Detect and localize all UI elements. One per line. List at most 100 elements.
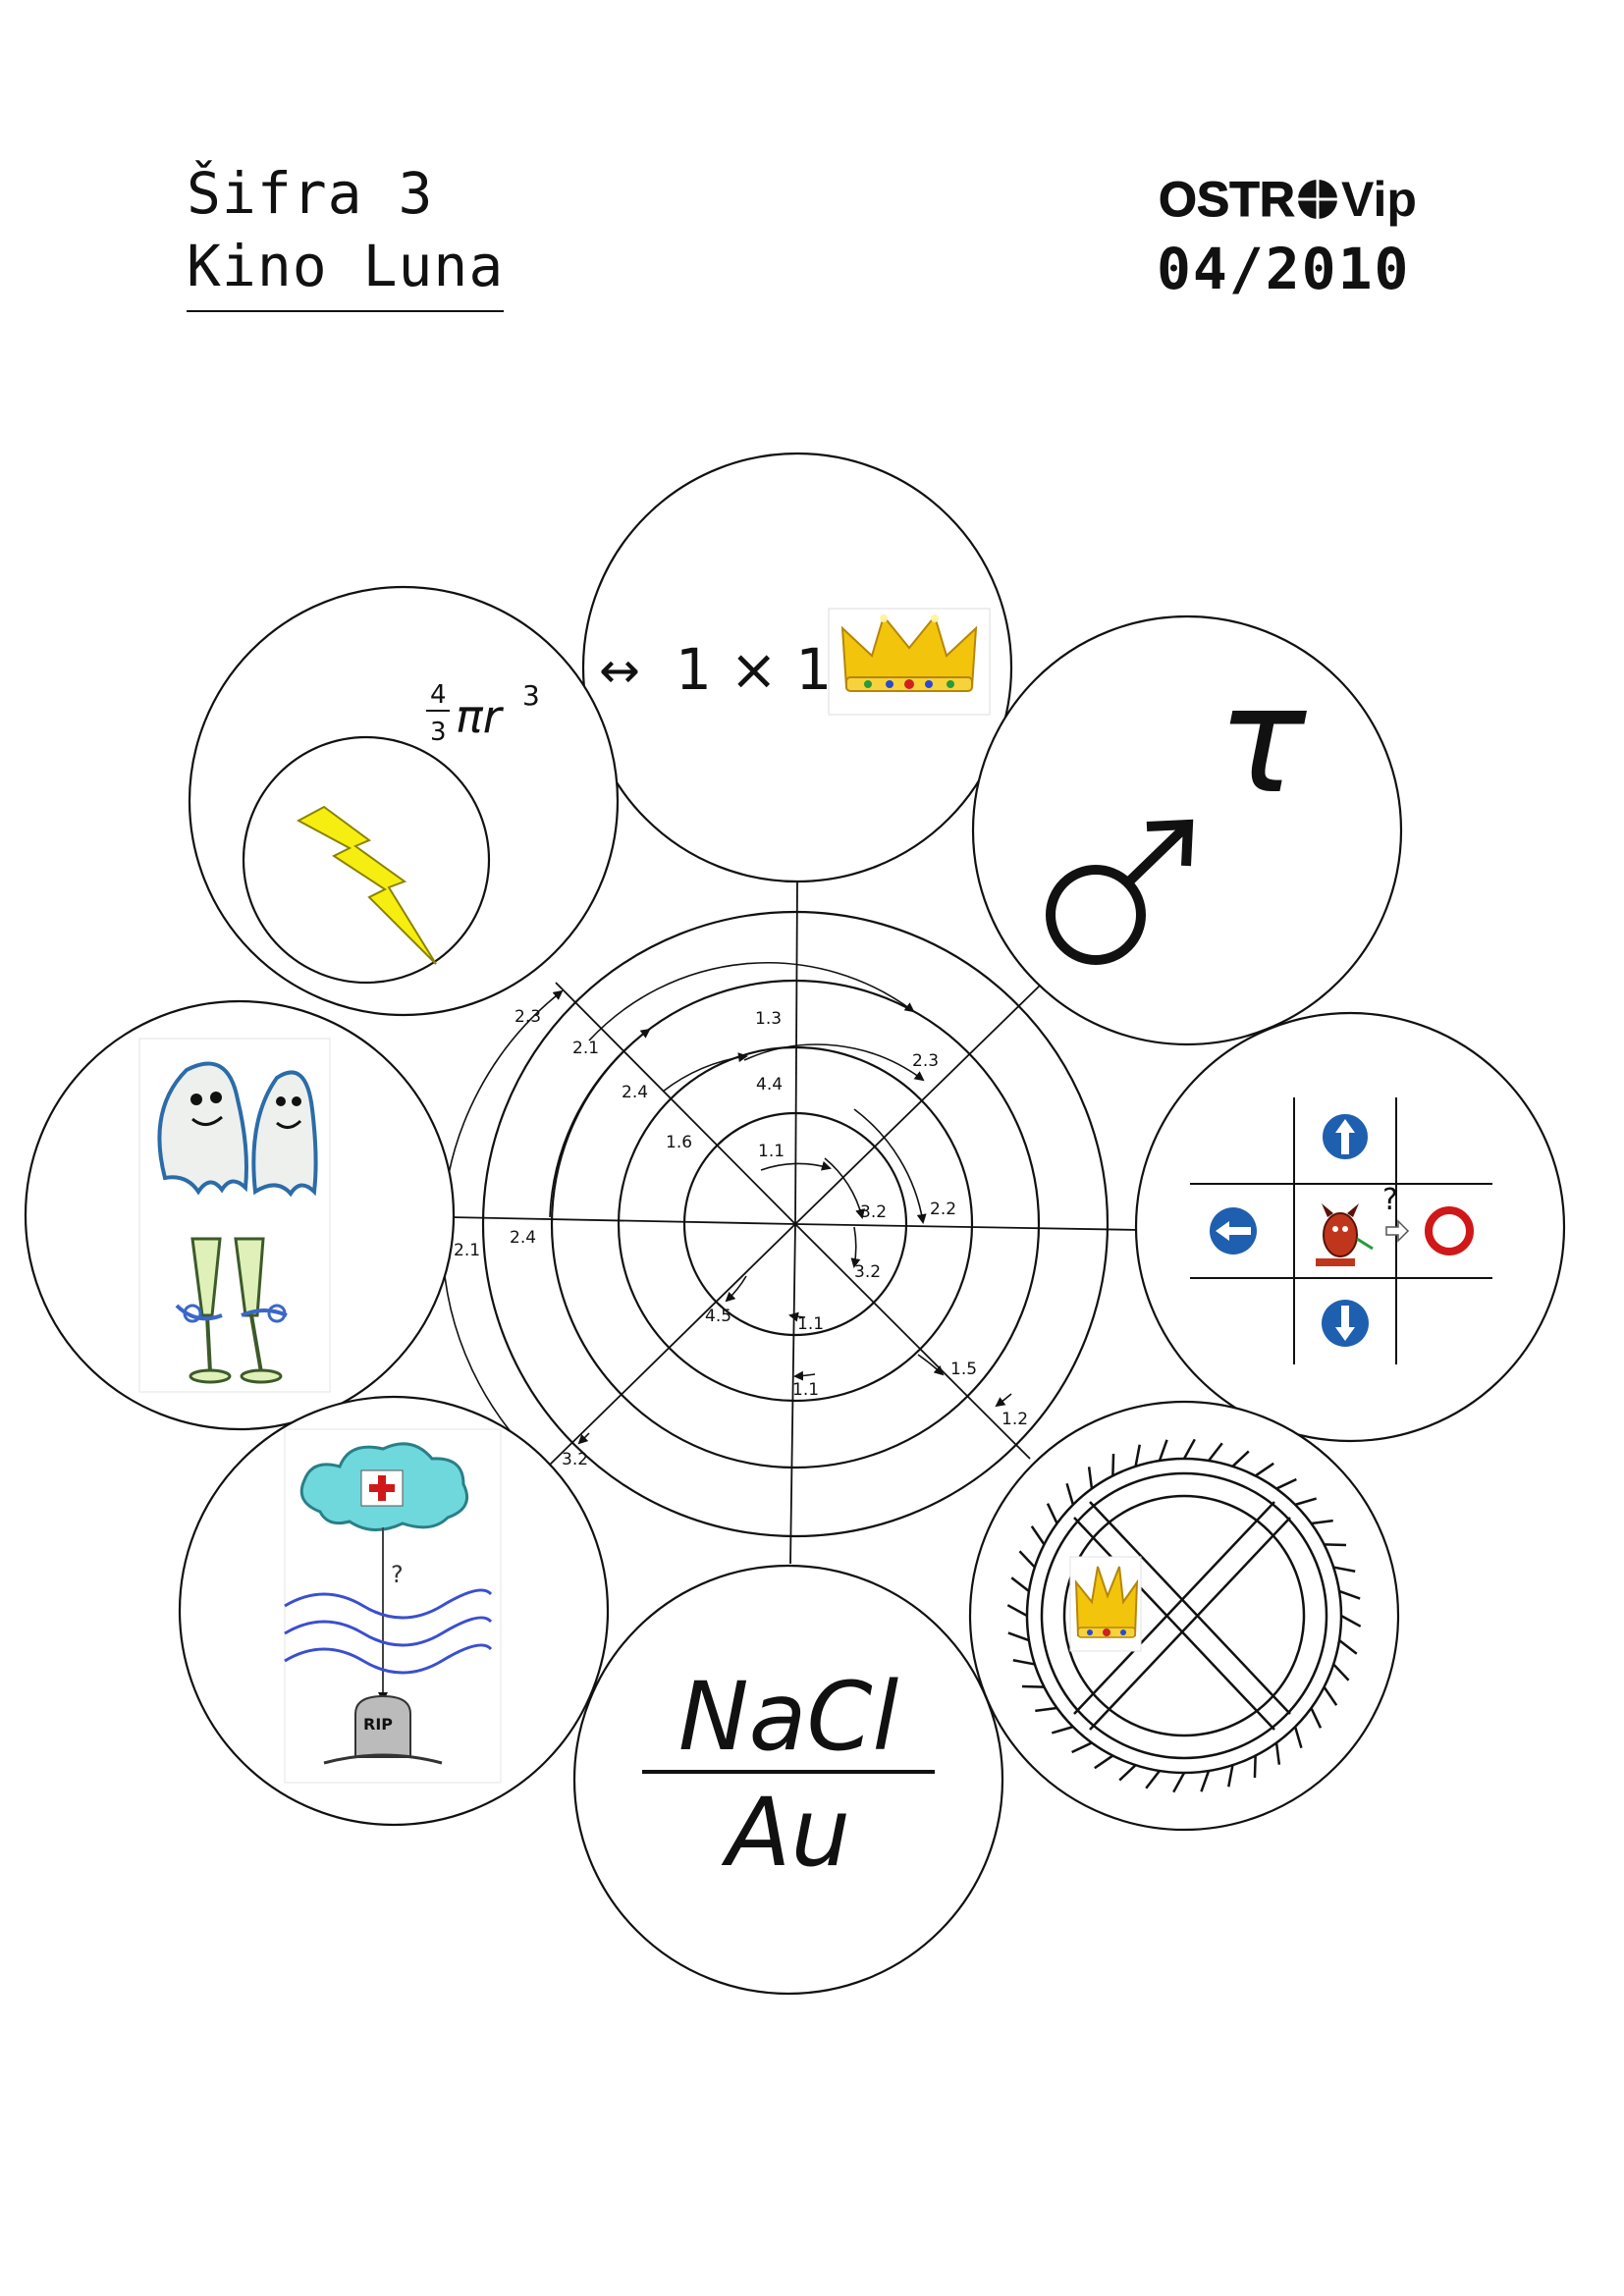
arrow-up-sign-icon (1321, 1112, 1370, 1161)
ring-tick (1118, 1764, 1137, 1782)
ring-tick (1227, 1764, 1234, 1788)
fraction-numerator: NaCl (678, 1662, 899, 1772)
arrow-label: 3.2 (562, 1450, 588, 1469)
puzzle-number: Šifra 3 (187, 160, 434, 227)
logo-text-ostro: OSTR (1159, 172, 1295, 227)
spokes (449, 880, 1142, 1565)
ring-tick (1087, 1467, 1094, 1489)
ring-tick (1310, 1707, 1323, 1729)
formula-exponent: 3 (522, 679, 540, 712)
ring-tick (1006, 1604, 1028, 1618)
cloud-red-cross-icon (299, 1442, 468, 1531)
rip-text: RIP (363, 1715, 393, 1734)
ring-tick (1332, 1663, 1350, 1682)
ring-tick (1274, 1742, 1281, 1765)
question-mark: ? (1382, 1183, 1398, 1217)
ring-3 (550, 979, 1041, 1469)
ring-tick (1094, 1754, 1114, 1770)
ring-tick (1200, 1770, 1211, 1792)
crown-icon (1074, 1566, 1139, 1638)
ring-tick (1021, 1684, 1045, 1688)
arc-arrows (441, 962, 1012, 1473)
tau-letter: τ (1218, 656, 1307, 827)
ring-tick (1253, 1755, 1257, 1779)
arrow-label: 1.3 (755, 1009, 782, 1029)
no-entry-sign-icon (1425, 1206, 1474, 1255)
ring-tick (1046, 1503, 1058, 1524)
issue-date: 04/2010 (1157, 236, 1411, 302)
puzzle-title: Šifra 3 Kino Luna (187, 157, 505, 312)
arrow-label: 3.2 (860, 1202, 887, 1222)
crown-icon (840, 614, 978, 692)
circle-top-left (188, 585, 620, 1017)
male-symbol-icon (1046, 865, 1146, 965)
bottom-left-circle-content: ? RIP (284, 1428, 502, 1784)
ring-tick (1182, 1438, 1196, 1460)
arrow-label: 1.5 (950, 1360, 977, 1379)
formula-sphere-volume: πr (456, 690, 505, 743)
ring-tick (1051, 1725, 1074, 1735)
ring-tick (1145, 1770, 1161, 1789)
inner-ring (1062, 1494, 1306, 1737)
ring-tick (1111, 1453, 1115, 1476)
bottom-right-circle-content (1006, 1438, 1362, 1793)
arrow-left-sign-icon (1210, 1207, 1257, 1255)
arrow-label: 1.1 (792, 1380, 819, 1400)
arrow-label: 1.1 (758, 1142, 785, 1161)
ring-4 (481, 910, 1110, 1538)
fraction-denominator: Au (721, 1778, 851, 1888)
waves-icon (284, 1588, 493, 1675)
arrow-label: 2.3 (912, 1051, 939, 1071)
arrow-label: 3.2 (854, 1262, 881, 1282)
formula-denominator: 3 (430, 718, 447, 747)
ring-tick (1294, 1497, 1318, 1507)
top-right-circle-content: τ (1046, 656, 1307, 965)
ring-tick (1158, 1439, 1168, 1462)
arrow-label: 2.2 (930, 1200, 956, 1219)
arrow-label: 2.4 (622, 1083, 648, 1102)
ring-tick (1293, 1726, 1303, 1749)
ring-2 (617, 1045, 974, 1403)
ring-tick (1065, 1482, 1075, 1506)
arrow-label: 1.2 (1001, 1410, 1028, 1429)
ring-tick (1035, 1706, 1057, 1713)
ring-tick (1254, 1462, 1274, 1477)
arrow-label: 4.4 (756, 1075, 783, 1095)
top-left-circle-content: 4 3 πr 3 (242, 679, 540, 985)
top-circle-content: ↔ 1 × 1 (599, 608, 991, 716)
ring-tick (1332, 1566, 1356, 1573)
ring-tick (1208, 1442, 1223, 1462)
ring-tick (1338, 1589, 1361, 1600)
arrow-label: 2.3 (514, 1007, 541, 1027)
formula-numerator: 4 (430, 680, 447, 710)
ring-tick (1012, 1659, 1036, 1666)
ring-tick (1007, 1631, 1030, 1642)
circle-top (581, 452, 1013, 883)
arrow-label: 2.4 (510, 1228, 536, 1248)
circle-bottom-right (968, 1400, 1400, 1832)
arrow-down-sign-icon (1322, 1300, 1369, 1347)
ring-tick (1071, 1741, 1093, 1754)
question-mark: ? (391, 1561, 404, 1588)
ring-tick (1340, 1614, 1362, 1628)
double-arrow-icon: ↔ (599, 642, 640, 699)
arrow-label: 1.1 (797, 1314, 824, 1334)
bottom-circle-content: NaCl Au (642, 1662, 935, 1888)
circle-bottom (572, 1564, 1004, 1996)
ring-tick (1311, 1519, 1333, 1525)
champagne-glasses-icon (175, 1237, 288, 1384)
left-circle-content (138, 1038, 331, 1393)
devil-icon (1316, 1203, 1374, 1266)
right-circle-content: ? (1190, 1097, 1492, 1364)
tombstone-icon: RIP (323, 1694, 443, 1765)
ring-tick (1275, 1477, 1297, 1490)
lightning-icon (296, 805, 437, 965)
ring-tick (1323, 1685, 1338, 1706)
ring-tick (1172, 1772, 1186, 1793)
ring-tick (1338, 1639, 1358, 1655)
ring-ticks (1006, 1438, 1362, 1793)
small-arrow-icon (1385, 1219, 1410, 1243)
ostrovip-logo: OSTR Vip (1159, 172, 1417, 228)
ring-tick (1030, 1525, 1046, 1546)
